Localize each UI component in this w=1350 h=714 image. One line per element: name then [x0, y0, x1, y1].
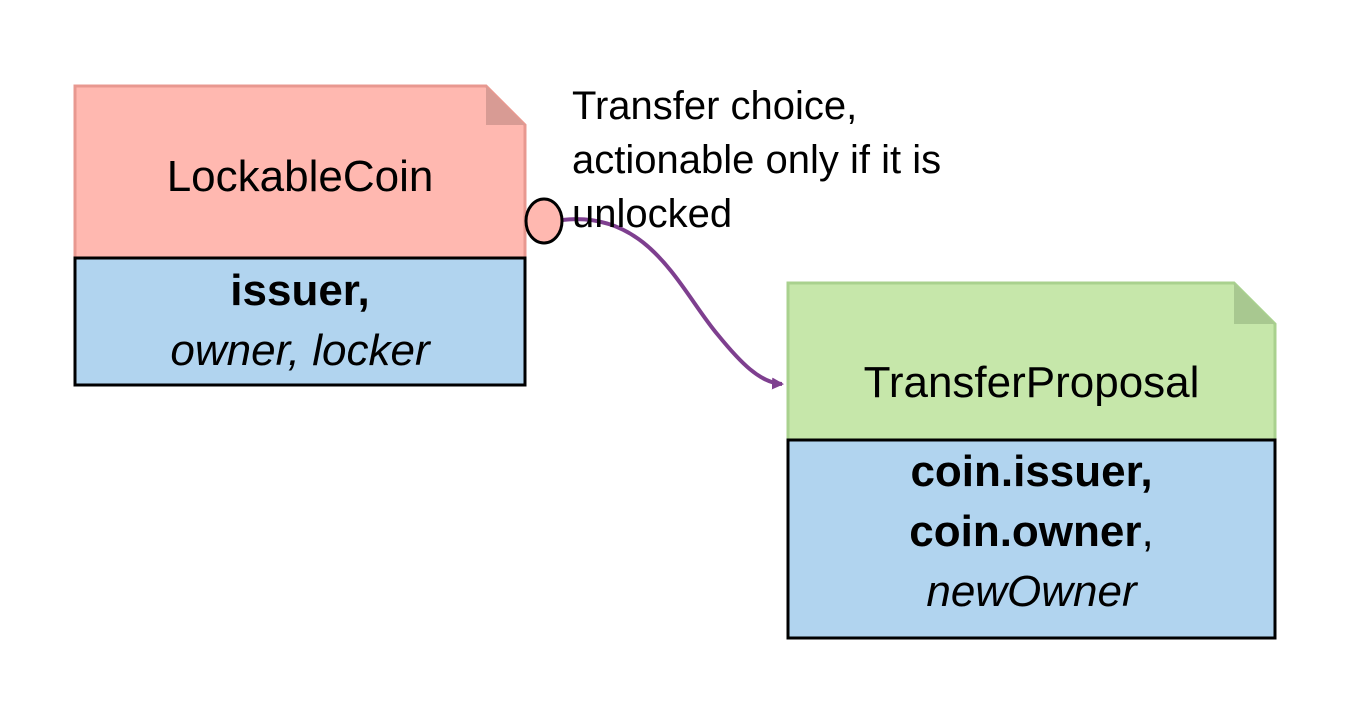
transfer-choice-annotation: Transfer choice, actionable only if it i… — [572, 79, 941, 241]
choice-annotation-line-3: unlocked — [572, 192, 733, 236]
transfer-proposal-title: TransferProposal — [863, 358, 1200, 407]
choice-annotation-line-2: actionable only if it is — [572, 138, 942, 182]
lockable-coin-observers: owner, locker — [170, 326, 430, 375]
transfer-proposal-line-2: coin.owner, — [788, 503, 1275, 561]
transfer-proposal-fold-corner — [1234, 283, 1275, 324]
lockable-coin-header — [73, 84, 527, 260]
lockable-coin-fold-corner — [486, 86, 525, 125]
transfer-proposal-line-2-bold: coin.owner — [909, 507, 1142, 556]
transfer-proposal-header — [786, 281, 1277, 442]
transfer-proposal-parties-box — [786, 438, 1277, 640]
transfer-proposal-card — [786, 281, 1277, 640]
lockable-coin-parties-box — [73, 256, 527, 387]
transfer-proposal-line-2-plain: , — [1141, 507, 1154, 556]
choice-annotation-line-1: Transfer choice, — [572, 84, 858, 128]
lockable-coin-title: LockableCoin — [166, 152, 434, 201]
transfer-proposal-line-3: newOwner — [926, 567, 1137, 616]
lockable-coin-card — [73, 84, 527, 387]
choice-port-circle — [524, 197, 564, 245]
lockable-coin-signatory: issuer, — [230, 266, 370, 315]
transfer-choice-arrow — [561, 217, 784, 390]
transfer-proposal-line-1: coin.issuer, — [910, 447, 1153, 496]
